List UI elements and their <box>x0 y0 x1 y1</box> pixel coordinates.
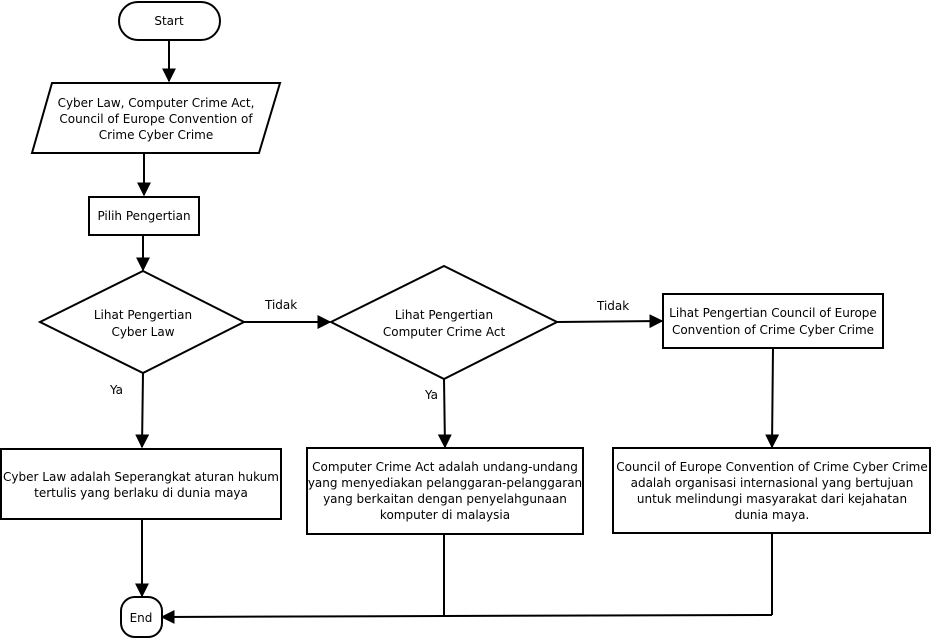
edge-decision1-to-def1 <box>135 372 150 449</box>
edge-coe-to-def3 <box>765 347 780 449</box>
def-coe-line: adalah organisasi internasional yang ber… <box>631 476 914 490</box>
end-terminal: End <box>120 596 163 638</box>
input-line: Crime Cyber Crime <box>99 128 213 142</box>
pilih-line: Pilih Pengertian <box>97 209 190 223</box>
definition-cyber-law: Cyber Law adalah Seperangkat aturan huku… <box>0 448 282 520</box>
def-cca-line: Computer Crime Act adalah undang-undang <box>312 460 578 474</box>
edge-decision2-to-def2 <box>437 378 452 449</box>
decision-cca-line: Computer Crime Act <box>383 325 506 339</box>
input-line: Cyber Law, Computer Crime Act, <box>58 96 255 110</box>
input-label: Cyber Law, Computer Crime Act, Council of… <box>58 96 255 142</box>
def-cyber-law-line: Cyber Law adalah Seperangkat aturan huku… <box>3 470 279 484</box>
def-cca-line: yang berkaitan dengan penyelahgunaan <box>323 492 567 506</box>
start-line: Start <box>154 14 184 28</box>
def-cca-label: Computer Crime Act adalah undang-undang y… <box>308 460 582 522</box>
pilih-label: Pilih Pengertian <box>97 209 190 223</box>
edge-label-ya-1: Ya <box>109 383 123 397</box>
decision-cca-line: Lihat Pengertian <box>395 308 493 322</box>
def-coe-line: Council of Europe Convention of Crime Cy… <box>616 460 927 474</box>
end-line: End <box>130 611 153 625</box>
end-label: End <box>130 611 153 625</box>
def-coe-line: untuk melindungi masyarakat dari kejahat… <box>637 492 907 506</box>
process-coe-line: Lihat Pengertian Council of Europe <box>669 306 877 320</box>
start-terminal: Start <box>118 1 221 41</box>
edges <box>135 40 780 624</box>
def-cyber-law-label: Cyber Law adalah Seperangkat aturan huku… <box>3 470 279 500</box>
input-line: Council of Europe Convention of <box>59 112 253 126</box>
edge-label-tidak-2: Tidak <box>596 299 629 313</box>
edge-merge-to-end <box>160 609 773 624</box>
def-cyber-law-line: tertulis yang berlaku di dunia maya <box>34 486 248 500</box>
edge-label-ya-2: Ya <box>424 388 438 402</box>
def-cca-line: yang menyediakan pelanggaran-pelanggaran <box>308 476 582 490</box>
def-coe-label: Council of Europe Convention of Crime Cy… <box>616 460 927 522</box>
edge-label-tidak-1: Tidak <box>264 298 297 312</box>
pilih-process: Pilih Pengertian <box>88 196 200 236</box>
edge-decision2-to-coe <box>556 314 664 329</box>
input-parallelogram: Cyber Law, Computer Crime Act, Council of… <box>30 82 282 154</box>
decision-cyber-law-line: Lihat Pengertian <box>94 308 192 322</box>
process-coe-line: Convention of Crime Cyber Crime <box>672 323 874 337</box>
start-label: Start <box>154 14 184 28</box>
def-coe-line: dunia maya. <box>735 508 810 522</box>
definition-council-of-europe: Council of Europe Convention of Crime Cy… <box>612 447 931 534</box>
def-cca-line: komputer di malaysia <box>380 508 510 522</box>
decision-cyber-law-line: Cyber Law <box>111 325 174 339</box>
definition-computer-crime-act: Computer Crime Act adalah undang-undang y… <box>306 447 584 535</box>
